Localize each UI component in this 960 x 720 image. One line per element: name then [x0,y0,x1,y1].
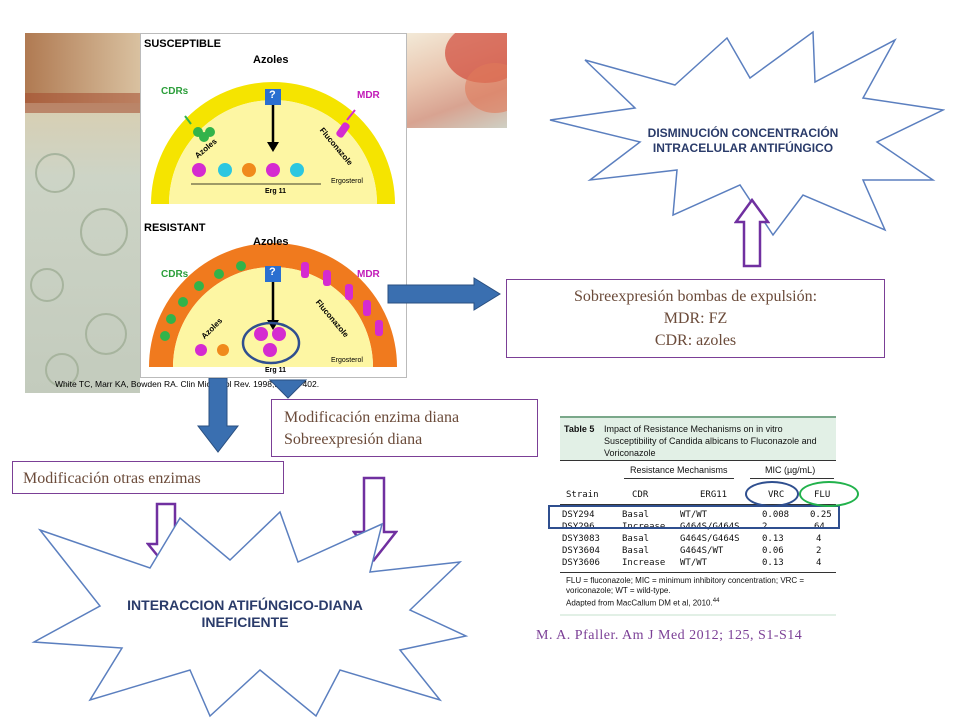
starburst-top-text: DISMINUCIÓN CONCENTRACIÓN INTRACELULAR A… [598,126,888,156]
mechanism-svg [149,82,397,367]
table-label: Table 5 [564,424,595,434]
blue-right-arrow [387,277,501,311]
flu-highlight-ellipse [799,481,859,507]
cell-strain: DSY3604 [562,546,600,556]
question-box-resistant [265,266,281,282]
target-modification-box: Modificación enzima diana Sobreexpresión… [271,399,538,457]
col-header-cdr: CDR [632,490,649,500]
starburst-bottom-line2: INEFICIENTE [201,614,289,630]
footnote-line3: Adapted from MacCallum DM et al, 2010. [566,598,713,608]
table-title-line1: Impact of Resistance Mechanisms on in vi… [604,424,783,434]
cell-cdr: Increase [622,558,666,568]
cdr-pumps-resistant [160,261,246,341]
cell-flu: 0.25 [810,510,832,520]
target-line1: Modificación enzima diana [284,409,460,426]
table-body: Resistance Mechanisms MIC (µg/mL) Strain… [560,460,836,614]
cell-strain: DSY3606 [562,558,600,568]
cell-vrc: 0.13 [762,534,784,544]
pumps-line2: MDR: FZ [663,310,728,327]
cell-strain: DSY294 [562,510,595,520]
susceptible-membrane [151,82,395,204]
target-line2: Sobreexpresión diana [284,431,423,448]
mdr-pumps-resistant [301,262,383,336]
cell-cdr: Basal [622,546,650,556]
starburst-top [549,30,945,237]
cell-vrc: 0.13 [762,558,784,568]
cell-strain: DSY3083 [562,534,600,544]
cell-flu: 4 [816,558,822,568]
cell-cdr: Basal [622,510,650,520]
cell-flu: 2 [816,546,822,556]
citation-bottom: M. A. Pfaller. Am J Med 2012; 125, S1-S1… [536,628,803,643]
starburst-top-line1: DISMINUCIÓN CONCENTRACIÓN [647,126,839,140]
cell-erg11: WT/WT [680,510,708,520]
cdr-pump-susceptible [184,115,215,142]
petri-photo-background [405,33,507,128]
row-highlight-rectangle [548,505,840,529]
pumps-line1: Sobreexpresión bombas de expulsión: [573,288,818,305]
footnote-ref: 44 [712,598,720,604]
starburst-bottom-text: INTERACCION ATIFÚNGICO-DIANA INEFICIENTE [70,597,420,631]
resistant-membrane [149,243,397,367]
pumps-overexpression-box: Sobreexpresión bombas de expulsión: MDR:… [506,279,885,358]
cdrs-label-resistant: CDRs [161,269,189,280]
ergosterol-label-susceptible: Ergosterol [331,178,363,185]
susceptible-title: SUSCEPTIBLE [144,38,222,50]
question-mark-resistant: ? [269,266,276,278]
question-box-susceptible [265,89,281,105]
cdrs-label-susceptible: CDRs [161,86,189,97]
other-enzymes-box: Modificación otras enzimas [12,461,284,494]
starburst-bottom [31,510,469,718]
vrc-highlight-ellipse [745,481,799,507]
footnote-line1: FLU = fluconazole; MIC = minimum inhibit… [566,576,805,585]
cell-vrc: 0.06 [762,546,784,556]
microscopy-background [25,33,140,393]
cell-vrc: 0.008 [762,510,790,520]
cell-cdr: Basal [622,534,650,544]
table-footnote: FLU = fluconazole; MIC = minimum inhibit… [566,576,832,609]
footnote-line2: voriconazole; WT = wild-type. [566,586,671,595]
resistant-title: RESISTANT [144,222,206,234]
group-header-mic: MIC (µg/mL) [765,465,816,475]
figure-citation: White TC, Marr KA, Bowden RA. Clin Micro… [55,379,320,389]
group-header-resistance: Resistance Mechanisms [630,465,728,475]
other-enzymes-label: Modificación otras enzimas [23,470,201,487]
purple-up-arrow [734,198,770,268]
erg11-overexpression-ellipse [241,321,301,365]
pumps-line3: CDR: azoles [654,332,737,349]
mdr-label-resistant: MDR [357,269,380,280]
azoles-label-resistant: Azoles [253,236,289,248]
erg11-label-resistant: Erg 11 [265,367,287,374]
cell-erg11: G464S/WT [680,546,724,556]
erg11-label-susceptible: Erg 11 [265,188,287,195]
mdr-pump-susceptible [336,109,356,138]
starburst-bottom-line1: INTERACCION ATIFÚNGICO-DIANA [127,597,363,613]
question-mark-susceptible: ? [269,89,276,101]
starburst-top-line2: INTRACELULAR ANTIFÚNGICO [652,141,834,155]
cell-erg11: G464S/G464S [680,534,740,544]
col-header-strain: Strain [566,490,599,500]
cell-erg11: WT/WT [680,558,708,568]
table-title-line3: Voriconazole [604,448,656,458]
col-header-erg11: ERG11 [700,490,728,500]
azoles-label-susceptible: Azoles [253,54,289,66]
blue-down-arrow-left [196,378,240,453]
mdr-label-susceptible: MDR [357,90,380,101]
cell-flu: 4 [816,534,822,544]
blue-down-arrow-right [268,379,308,399]
table-title-line2: Susceptibility of Candida albicans to Fl… [604,436,817,446]
table-title: Impact of Resistance Mechanisms on in vi… [604,423,832,459]
ergosterol-label-resistant: Ergosterol [331,357,363,364]
resistance-mechanism-figure: SUSCEPTIBLE Azoles CDRs MDR ? Azoles Flu… [140,33,407,378]
